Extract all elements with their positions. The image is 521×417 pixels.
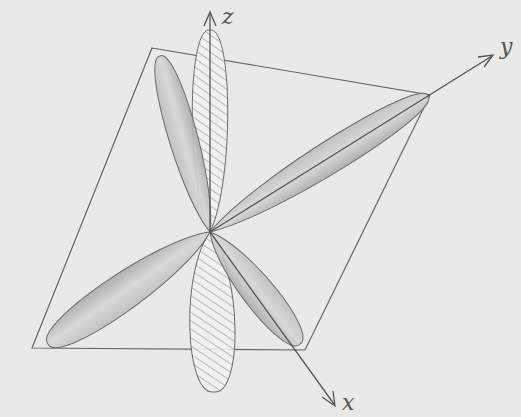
axis-label: y: [500, 36, 512, 58]
x-axis: [210, 232, 334, 404]
axes: [204, 12, 493, 406]
x-arrowhead: [322, 391, 335, 406]
orbital-lobe: [37, 217, 220, 360]
z-axis: [209, 14, 210, 232]
orbital-lobe: [146, 52, 224, 236]
orbital-lobe: [197, 222, 312, 354]
y-arrowhead: [478, 55, 493, 67]
axis-label: x: [342, 392, 354, 414]
z-arrowhead: [204, 12, 216, 26]
axis-label: z: [222, 6, 234, 28]
y-axis: [210, 56, 492, 232]
lobes: [37, 30, 436, 393]
